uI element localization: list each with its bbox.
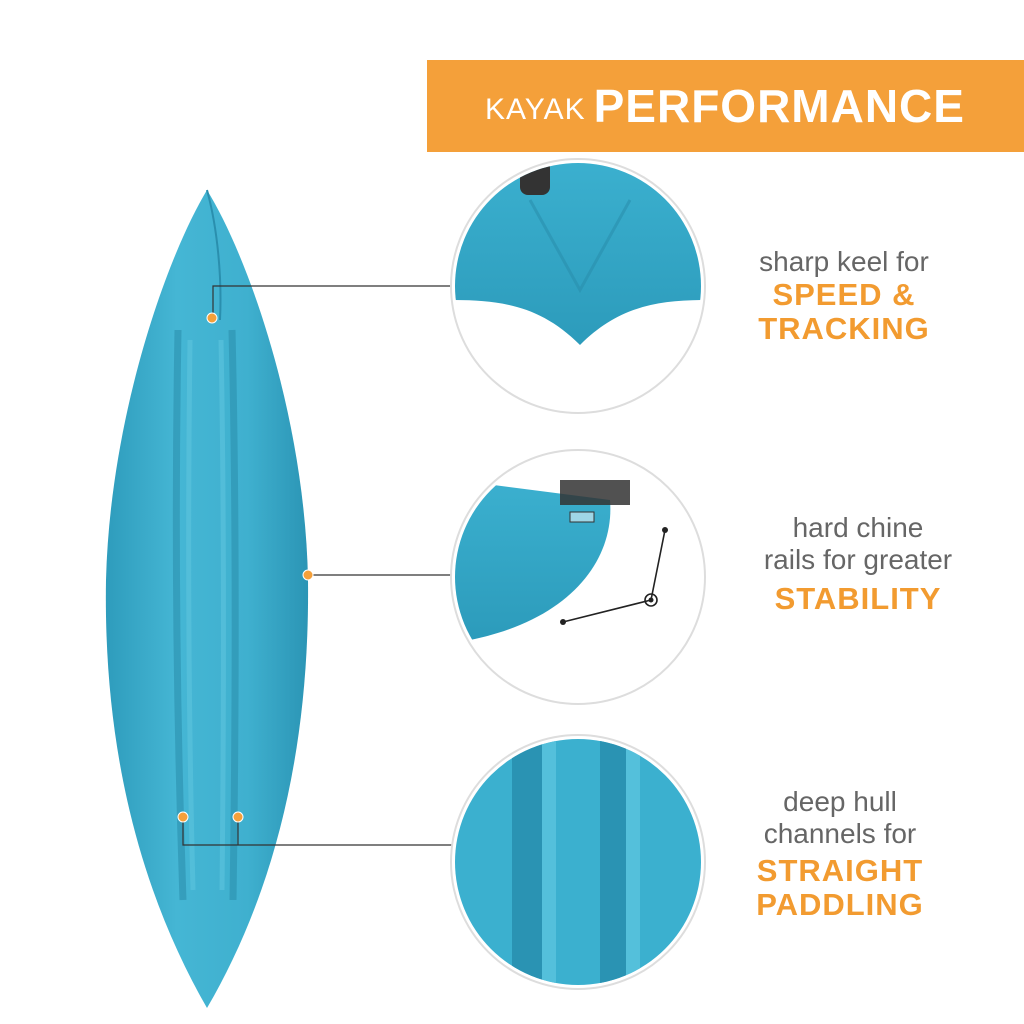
connector-chine	[302, 569, 455, 581]
feature-channels-desc-2: channels for	[763, 818, 917, 849]
connector-channels	[177, 811, 455, 846]
title-banner: KAYAK PERFORMANCE	[427, 60, 1024, 152]
feature-chine: hard chine rails for greater STABILITY	[738, 512, 978, 616]
feature-chine-highlight-1: STABILITY	[774, 581, 942, 616]
channels-detail-circle	[450, 734, 706, 990]
feature-chine-desc-2: rails for greater	[763, 544, 953, 575]
feature-channels: deep hull channels for STRAIGHT PADDLING	[720, 786, 960, 922]
connector-keel	[206, 285, 455, 324]
feature-keel-highlight-2: TRACKING	[758, 311, 930, 346]
feature-keel-highlight-1: SPEED &	[772, 277, 916, 312]
chine-detail-circle	[450, 449, 706, 705]
feature-channels-desc-1: deep hull	[783, 786, 897, 817]
feature-chine-desc-1: hard chine	[792, 512, 924, 543]
kayak-hull	[105, 189, 309, 1008]
feature-channels-highlight-2: PADDLING	[756, 887, 924, 922]
feature-keel: sharp keel for SPEED & TRACKING	[724, 246, 964, 346]
keel-detail-circle	[450, 158, 706, 414]
feature-channels-highlight-1: STRAIGHT	[756, 853, 924, 888]
banner-title: PERFORMANCE	[593, 80, 965, 132]
banner-prefix: KAYAK	[485, 93, 586, 126]
feature-keel-desc-1: sharp keel for	[759, 246, 929, 277]
